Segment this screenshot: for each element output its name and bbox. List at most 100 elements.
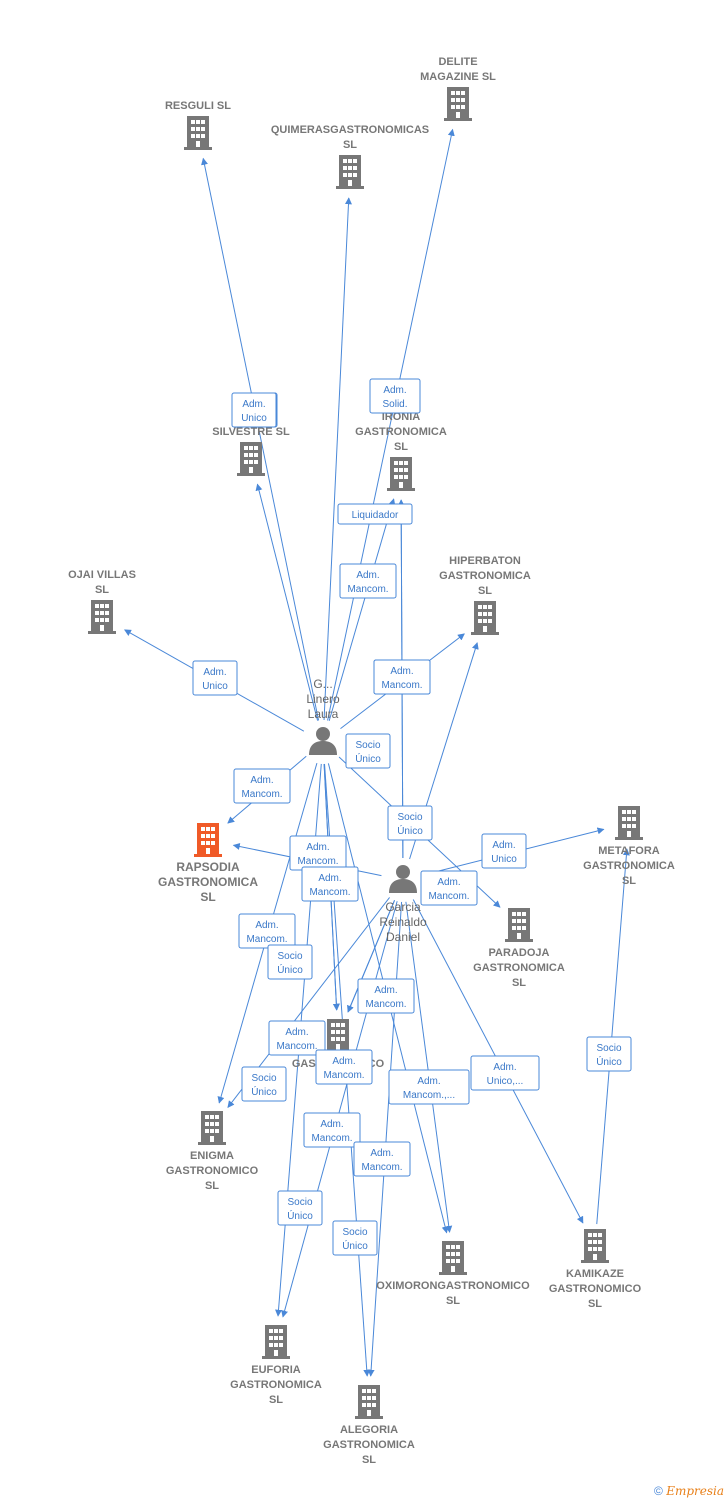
edge-label-text: Mancom.	[347, 584, 388, 595]
brand-logo[interactable]: Empresia	[666, 1484, 724, 1498]
edge-label-text: Único	[355, 752, 381, 765]
edge-label-box[interactable]: Adm. Mancom.	[303, 1112, 361, 1148]
node-label-text: SL	[512, 977, 526, 989]
edge-label-text: Socio	[397, 812, 422, 823]
edge-label-box[interactable]: Adm.Mancom.,...	[388, 1069, 470, 1105]
node-label-text: SL	[622, 875, 636, 887]
building-icon	[387, 457, 415, 491]
edge-label-text: Adm.	[255, 920, 278, 931]
node-label-text: ENIGMA	[190, 1150, 234, 1162]
edge-label-box[interactable]: Adm.Mancom.	[339, 563, 397, 599]
edge-label-box[interactable]: Adm.Mancom.	[373, 659, 431, 695]
node-label-text: HIPERBATON	[449, 555, 521, 567]
edge-label-box[interactable]: Adm.Mancom.	[315, 1049, 373, 1085]
edge-label-text: Socio	[596, 1043, 621, 1054]
edge-label-box[interactable]: Adm.Solid.	[369, 378, 421, 414]
edge-label-box[interactable]: Adm.Unico,...	[470, 1055, 540, 1091]
edge-label-text: Socio	[251, 1073, 276, 1084]
edge-label-box[interactable]: Adm.Unico	[192, 660, 238, 696]
edge-label-box[interactable]: Adm.Mancom.	[268, 1020, 326, 1056]
building-icon	[505, 908, 533, 942]
edge-label-text: Mancom.	[381, 680, 422, 691]
edge-label-box[interactable]: Adm.Unico	[481, 833, 527, 869]
copyright-symbol: ©	[654, 1484, 663, 1498]
node-label-text: GASTRONOMICA	[158, 875, 258, 889]
node-label-text: Reinaldo	[379, 915, 427, 929]
edge-label-box[interactable]: Adm.Mancom.	[420, 870, 478, 906]
node-label-text: GASTRONOMICO	[549, 1283, 642, 1295]
edge-label-text: Único	[397, 824, 423, 837]
building-icon	[444, 87, 472, 121]
building-icon	[324, 1019, 352, 1053]
person-icon	[389, 865, 417, 893]
node-label-text: Daniel	[386, 930, 420, 944]
building-icon	[581, 1229, 609, 1263]
edge-label-box[interactable]: Adm.Mancom.	[353, 1141, 411, 1177]
node-label-text: SL	[200, 890, 215, 904]
edge-laura-silvestre	[255, 483, 319, 721]
node-label-text: GASTRONOMICA	[323, 1439, 415, 1451]
node-label-text: Laura	[308, 707, 339, 721]
building-icon	[237, 442, 265, 476]
building-icon	[88, 600, 116, 634]
edge-label-text: Adm.	[320, 1119, 343, 1130]
node-label-text: SL	[478, 585, 492, 597]
edge-label-text: Unico	[202, 681, 228, 692]
edge-label-box[interactable]: Adm.Mancom.	[289, 835, 347, 871]
node-label-text: IRONIA	[382, 411, 421, 423]
edge-label-text: Mancom.	[428, 891, 469, 902]
edge-label-box[interactable]: Liquidador	[337, 503, 413, 525]
edge-label-text: Mancom.	[311, 1133, 352, 1144]
edge-label-text: Adm.	[306, 842, 329, 853]
edge-label-box[interactable]: Adm.Mancom.	[238, 913, 296, 949]
edge-label-text: Único	[277, 963, 303, 976]
edge-label-box[interactable]: Adm. Mancom.	[357, 978, 415, 1014]
edge-label-text: Mancom.	[365, 999, 406, 1010]
edge-label-text: Mancom.	[241, 789, 282, 800]
edge-label-box[interactable]: Adm.Unico	[231, 392, 277, 428]
building-icon	[336, 155, 364, 189]
node-label-text: SL	[205, 1180, 219, 1192]
edge-label-text: Único	[251, 1085, 277, 1098]
edge-label-text: Socio	[355, 740, 380, 751]
node-label-text: Garcia	[385, 900, 421, 914]
node-label-text: DELITE	[438, 56, 477, 68]
edge-label-text: Adm.	[285, 1027, 308, 1038]
edge-label-text: Adm.	[374, 985, 397, 996]
edge-label-box[interactable]: Adm.Mancom.	[301, 866, 359, 902]
edge-label-text: Socio	[342, 1227, 367, 1238]
node-label-text: QUIMERASGASTRONOMICAS	[271, 124, 429, 136]
company-node-resguli[interactable]: RESGULI SL	[165, 100, 231, 150]
edge-labels-layer: Adm.UnicoAdm.Solid.Adm.Mancom.Adm.UnicoL…	[192, 378, 632, 1256]
edge-label-text: Unico	[491, 854, 517, 865]
edge-label-text: Liquidador	[352, 510, 399, 521]
node-label-text: SL	[446, 1295, 460, 1307]
edge-label-box[interactable]: Adm.Mancom.	[233, 768, 291, 804]
edge-daniel-alegoria	[367, 901, 403, 1377]
node-label-text: RESGULI SL	[165, 100, 231, 112]
building-icon	[262, 1325, 290, 1359]
